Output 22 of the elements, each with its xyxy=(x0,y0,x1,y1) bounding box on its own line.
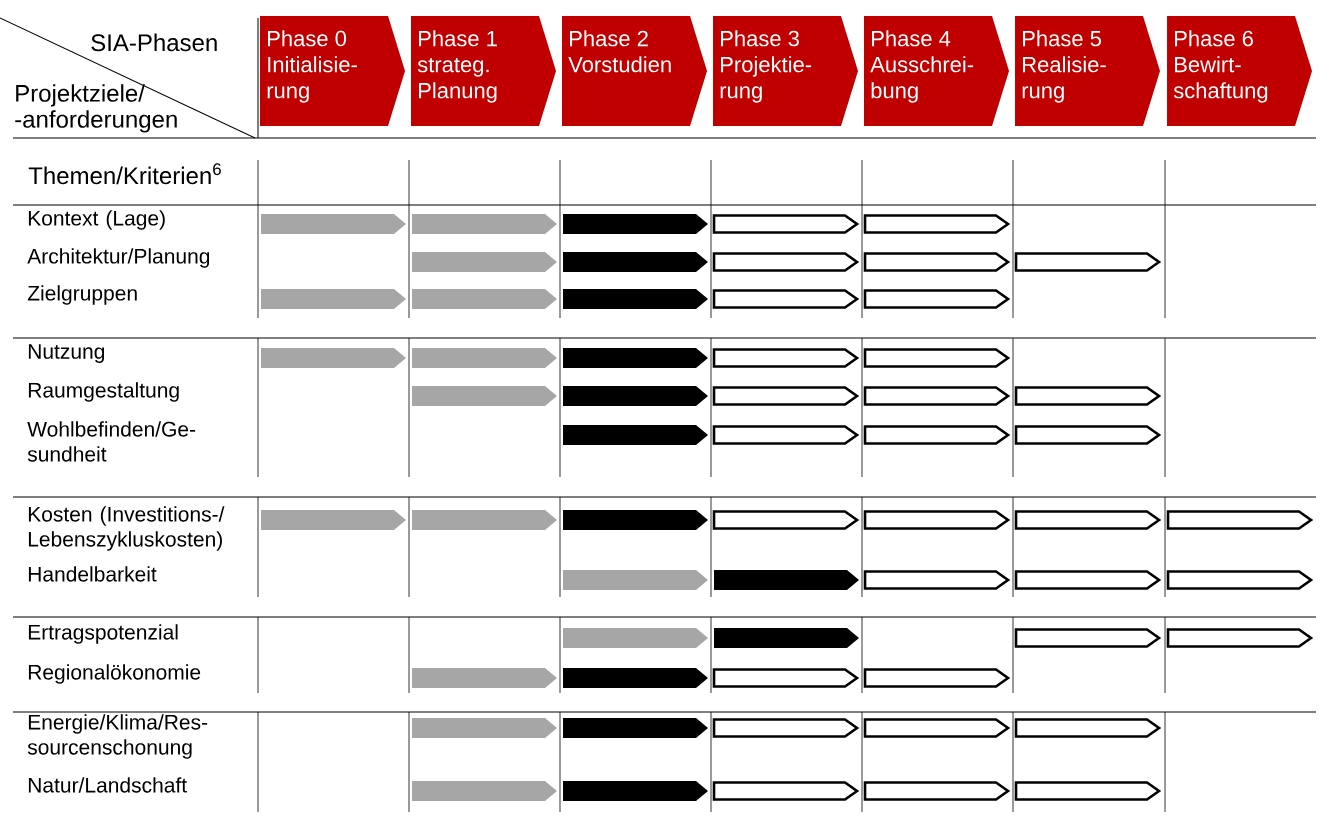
phase-header: Phase 0 Initialisie- rung xyxy=(260,16,405,126)
criterion-label: Architektur/Planung xyxy=(27,248,210,268)
criterion-label: Nutzung xyxy=(28,344,105,363)
criterion-label: Zielgruppen xyxy=(27,285,137,305)
phase-header: Phase 5 Realisie- rung xyxy=(1015,16,1160,126)
phase-header: Phase 6 Bewirt- schaftung xyxy=(1167,16,1312,126)
phase-header: Phase 4 Ausschrei- bung xyxy=(864,16,1009,126)
phase-header: Phase 2 Vorstudien xyxy=(562,16,707,126)
criterion-label: Wohlbefinden/Ge- sundheit xyxy=(27,421,196,462)
phase-header: Phase 3 Projektie- rung xyxy=(713,16,858,126)
criterion-label: Kontext (Lage) xyxy=(28,210,165,230)
phase-header: Phase 1 strateg. Planung xyxy=(411,16,556,126)
criterion-label: Regionalökonomie xyxy=(28,664,201,684)
criterion-label: Raumgestaltung xyxy=(28,382,179,402)
row-header: Projektziele/ -anforderungen xyxy=(15,84,177,133)
criterion-label: Energie/Klima/Res- sourcenschonung xyxy=(27,714,208,759)
criterion-label: Ertragspotenzial xyxy=(28,624,178,644)
column-header: SIA-Phasen xyxy=(91,33,217,52)
criterion-label: Natur/Landschaft xyxy=(28,777,187,793)
section-heading: Themen/Kriterien$^{6}$ xyxy=(28,163,221,185)
criterion-label: Handelbarkeit xyxy=(28,566,157,582)
criterion-label: Kosten (Investitions-/ Lebenszykluskosten) xyxy=(28,506,225,551)
